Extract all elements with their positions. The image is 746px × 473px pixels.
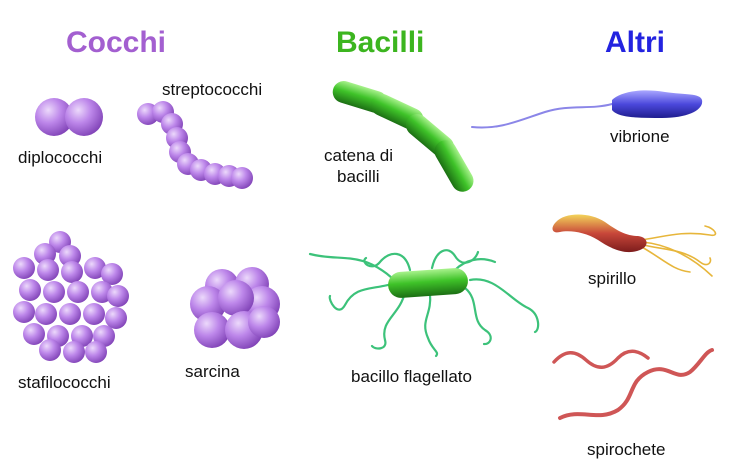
label-vibrione: vibrione <box>610 127 670 146</box>
header-altri: Altri <box>605 26 665 59</box>
label-bacilli: bacilli <box>337 167 380 186</box>
diplococchi-illustration <box>35 98 103 136</box>
label-spirochete: spirochete <box>587 440 666 459</box>
streptococchi-illustration <box>137 101 253 189</box>
label-spirillo: spirillo <box>588 269 637 288</box>
stafilococchi-illustration <box>13 231 129 363</box>
header-bacilli: Bacilli <box>336 26 425 59</box>
spirochete-illustration <box>552 348 714 420</box>
header-cocchi: Cocchi <box>66 26 167 59</box>
label-stafilococchi: stafilococchi <box>18 373 111 392</box>
bacillo-flagellato-illustration <box>308 249 540 358</box>
vibrione-illustration <box>471 90 703 129</box>
label-sarcina: sarcina <box>185 362 240 381</box>
label-streptococchi: streptococchi <box>162 80 263 99</box>
label-diplococchi: diplococchi <box>18 148 103 167</box>
sarcina-illustration <box>190 267 280 349</box>
label-bacillo-flagellato: bacillo flagellato <box>351 367 472 386</box>
catena-di-bacilli-illustration <box>332 81 474 192</box>
label-catena-di: catena di <box>324 146 393 165</box>
spirillo-illustration <box>552 214 717 277</box>
